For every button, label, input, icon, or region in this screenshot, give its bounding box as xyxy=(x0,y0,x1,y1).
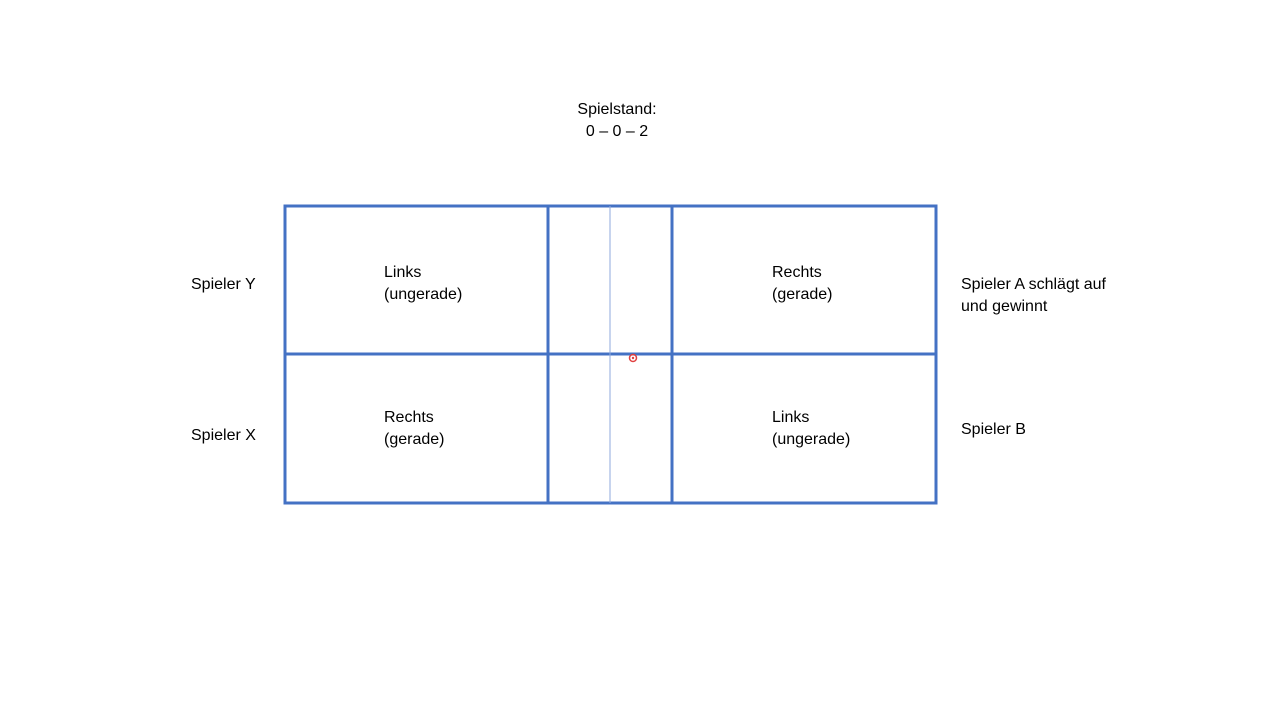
field-top-right-parity: (gerade) xyxy=(772,286,833,303)
field-bottom-right: Links (ungerade) xyxy=(772,407,850,451)
field-bottom-right-side: Links xyxy=(772,409,810,426)
field-bottom-left-side: Rechts xyxy=(384,409,434,426)
field-top-left-parity: (ungerade) xyxy=(384,286,463,303)
player-a-line1: Spieler A schlägt auf xyxy=(961,276,1106,293)
score-value: 0 – 0 – 2 xyxy=(585,123,649,140)
field-bottom-left-parity: (gerade) xyxy=(384,431,445,448)
field-top-right-side: Rechts xyxy=(772,264,822,281)
cursor-dot xyxy=(631,356,635,360)
field-bottom-left: Rechts (gerade) xyxy=(384,407,444,451)
player-y-label: Spieler Y xyxy=(191,276,256,293)
cursor-marker xyxy=(628,353,638,363)
field-bottom-right-parity: (ungerade) xyxy=(772,431,851,448)
player-a-label: Spieler A schlägt auf und gewinnt xyxy=(961,274,1106,318)
score-box: Spielstand: 0 – 0 – 2 xyxy=(517,99,717,143)
field-top-right: Rechts (gerade) xyxy=(772,262,832,306)
field-top-left-side: Links xyxy=(384,264,422,281)
player-x-label: Spieler X xyxy=(191,427,256,444)
player-b-label: Spieler B xyxy=(961,421,1026,438)
field-top-left: Links (ungerade) xyxy=(384,262,462,306)
score-title: Spielstand: xyxy=(577,101,657,118)
player-a-line2: und gewinnt xyxy=(961,298,1048,315)
